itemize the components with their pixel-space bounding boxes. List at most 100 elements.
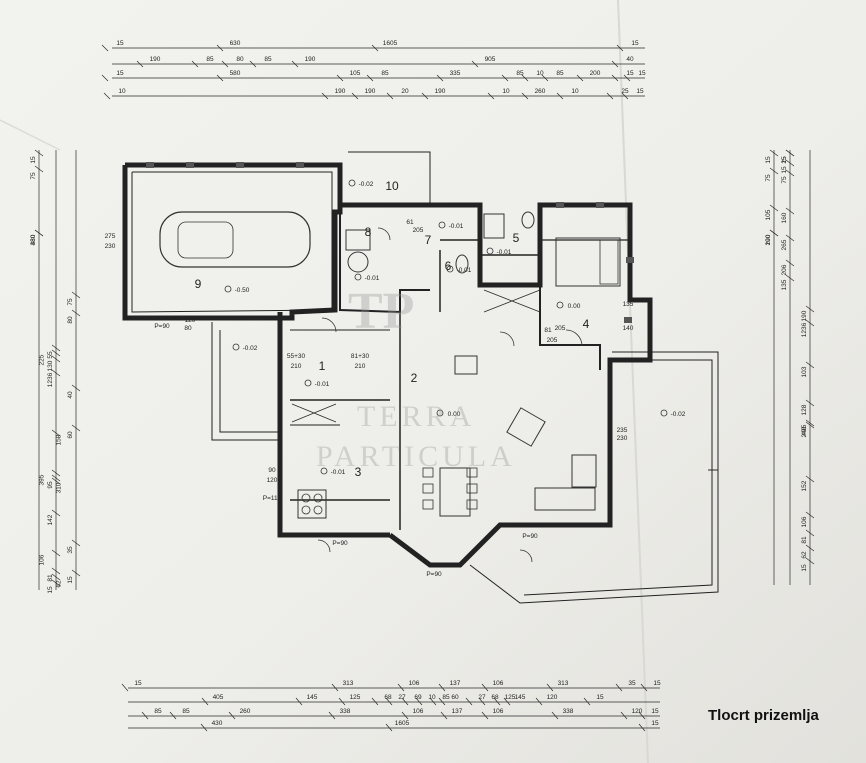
dim-tick bbox=[397, 683, 405, 692]
dim-label-top: 10 bbox=[502, 88, 510, 95]
dining-table-icon bbox=[439, 467, 471, 517]
room-number-7: 7 bbox=[425, 233, 432, 247]
dim-label-bottom: 145 bbox=[515, 694, 526, 701]
dim-tick bbox=[291, 60, 299, 68]
dim-tick bbox=[805, 421, 815, 429]
dim-tick bbox=[785, 259, 795, 267]
dim-tick bbox=[785, 159, 795, 167]
chair-icon bbox=[466, 499, 478, 510]
dim-tick bbox=[201, 697, 209, 706]
window-mark bbox=[236, 162, 244, 168]
watermark-line1: TERRA bbox=[357, 400, 476, 433]
level-marker-icon bbox=[354, 273, 362, 281]
shower-cross bbox=[483, 289, 541, 313]
dim-label-right: 206 bbox=[781, 264, 788, 275]
porch-outline bbox=[348, 151, 431, 205]
dim-tick bbox=[51, 344, 61, 352]
room-size-label: 205 bbox=[555, 325, 566, 332]
room-size-label: 205 bbox=[413, 227, 424, 234]
floor-level-label: -0.01 bbox=[449, 223, 464, 230]
dim-label-bottom: 430 bbox=[212, 720, 223, 727]
dim-tick bbox=[415, 697, 423, 706]
dim-label-top: 10 bbox=[571, 88, 579, 95]
dim-tick bbox=[216, 74, 224, 82]
room-size-label: P=115 bbox=[263, 495, 282, 502]
dim-tick bbox=[535, 697, 543, 706]
dim-tick bbox=[620, 711, 628, 720]
dim-label-bottom: 68 bbox=[384, 694, 392, 701]
car-roof bbox=[177, 221, 234, 259]
dim-tick bbox=[640, 683, 648, 692]
dim-tick bbox=[221, 60, 229, 68]
dim-tick bbox=[385, 697, 393, 706]
dim-label-right: 15 bbox=[801, 564, 808, 572]
dim-tick bbox=[351, 92, 359, 100]
dim-label-bottom: 15 bbox=[651, 708, 659, 715]
room-size-label: 80 bbox=[184, 325, 192, 332]
dim-label-right: 135 bbox=[781, 279, 788, 290]
dim-tick bbox=[101, 74, 109, 82]
dim-label-right: 160 bbox=[781, 212, 788, 223]
dim-label-right: 128 bbox=[801, 404, 808, 415]
armchair-icon bbox=[506, 407, 546, 447]
dim-label-top: 40 bbox=[626, 56, 634, 63]
toilet-icon bbox=[455, 254, 469, 274]
level-marker-icon bbox=[438, 221, 446, 229]
dim-tick bbox=[51, 469, 61, 477]
dim-tick bbox=[34, 149, 44, 157]
room-size-label: 90 bbox=[268, 467, 276, 474]
dim-label-left: 81 bbox=[47, 574, 54, 582]
room-size-label: 81 bbox=[544, 327, 552, 334]
chair-icon bbox=[466, 467, 478, 478]
dim-label-right: 15 bbox=[781, 166, 788, 174]
door-swing bbox=[499, 331, 515, 347]
dim-label-bottom: 15 bbox=[134, 680, 142, 687]
dim-label-bottom: 313 bbox=[343, 680, 354, 687]
floor-level-label: -0.02 bbox=[671, 411, 686, 418]
dim-label-left: 80 bbox=[67, 316, 74, 324]
window-mark bbox=[556, 202, 564, 208]
dim-label-top: 15 bbox=[116, 40, 124, 47]
dim-label-top: 190 bbox=[305, 56, 316, 63]
floor-level-label: -0.01 bbox=[457, 267, 472, 274]
dim-tick bbox=[51, 567, 61, 575]
dim-tick bbox=[769, 149, 779, 157]
dim-tick bbox=[385, 723, 393, 732]
room-size-label: P=90 bbox=[154, 323, 170, 330]
dim-label-right: 106 bbox=[801, 516, 808, 527]
dim-label-left: 75 bbox=[30, 172, 37, 180]
dim-tick bbox=[785, 169, 795, 177]
dim-tick bbox=[71, 539, 81, 547]
dim-tick bbox=[576, 74, 584, 82]
dim-label-top: 190 bbox=[435, 88, 446, 95]
dim-tick bbox=[493, 697, 501, 706]
level-marker-icon bbox=[446, 265, 454, 273]
dim-tick bbox=[583, 697, 591, 706]
dim-label-left: 15 bbox=[67, 576, 74, 584]
wall-garage bbox=[122, 162, 343, 321]
dim-tick bbox=[541, 74, 549, 82]
dim-tick bbox=[429, 697, 437, 706]
dim-label-bottom: 15 bbox=[653, 680, 661, 687]
dim-label-bottom: 313 bbox=[558, 680, 569, 687]
dim-tick bbox=[805, 361, 815, 369]
door-swing bbox=[565, 329, 583, 347]
dim-tick bbox=[386, 92, 394, 100]
dim-label-bottom: 27 bbox=[478, 694, 486, 701]
dim-label-top: 85 bbox=[206, 56, 214, 63]
dim-label-left: 15 bbox=[30, 156, 37, 164]
dim-label-bottom: 405 bbox=[213, 694, 224, 701]
window-mark bbox=[596, 202, 604, 208]
dim-label-top: 190 bbox=[150, 56, 161, 63]
dim-label-left: 158 bbox=[55, 434, 62, 445]
dim-label-bottom: 15 bbox=[596, 694, 604, 701]
plan-caption: Tlocrt prizemlja bbox=[708, 707, 819, 724]
dim-label-bottom: 145 bbox=[307, 694, 318, 701]
window-mark bbox=[146, 162, 154, 168]
dim-label-right: 100 bbox=[765, 234, 772, 245]
dim-label-top: 80 bbox=[236, 56, 244, 63]
dim-label-top: 10 bbox=[118, 88, 126, 95]
dim-tick bbox=[216, 44, 224, 52]
dim-label-top: 20 bbox=[401, 88, 409, 95]
